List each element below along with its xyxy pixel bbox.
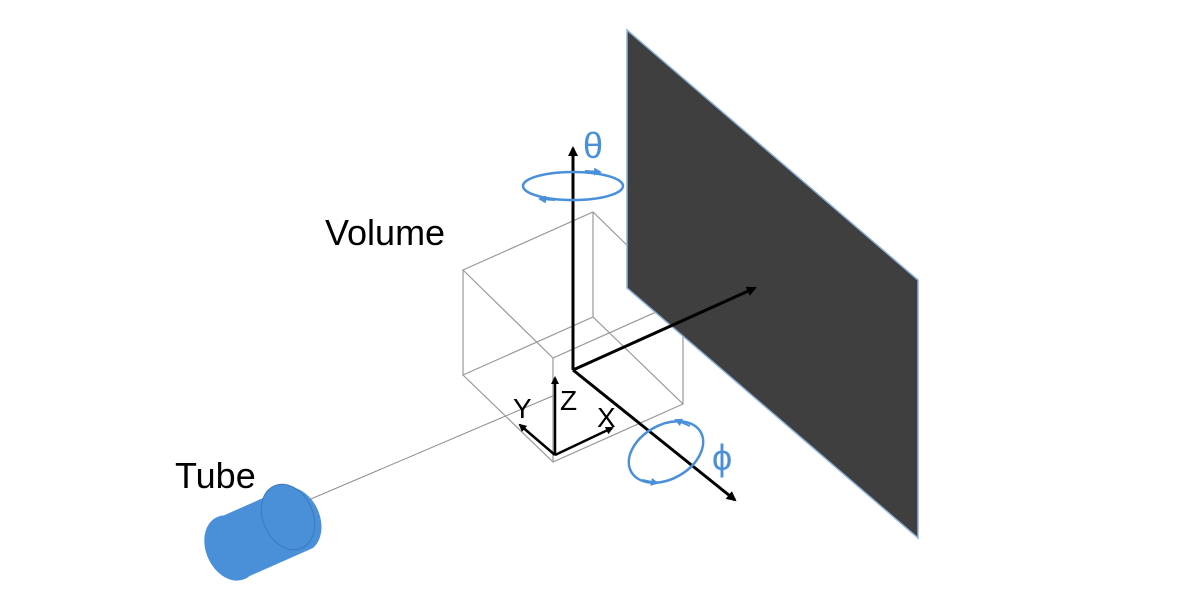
detector-panel xyxy=(626,28,919,540)
rotation-axis-arrow xyxy=(572,368,737,502)
theta-rotation-indicator xyxy=(521,167,625,204)
coordinate-frame xyxy=(518,376,614,457)
xray-tube xyxy=(204,483,322,581)
volume-label: Volume xyxy=(325,212,445,253)
phi-rotation-indicator xyxy=(627,418,705,486)
beam-line xyxy=(284,394,556,511)
detector-axis-arrow xyxy=(572,286,757,372)
theta-label: θ xyxy=(583,125,603,166)
axis-z-label: Z xyxy=(560,385,577,416)
tube-label: Tube xyxy=(175,455,256,496)
phi-label: ϕ xyxy=(712,437,732,478)
axis-x-label: X xyxy=(597,402,616,433)
axis-y-label: Y xyxy=(513,393,532,424)
